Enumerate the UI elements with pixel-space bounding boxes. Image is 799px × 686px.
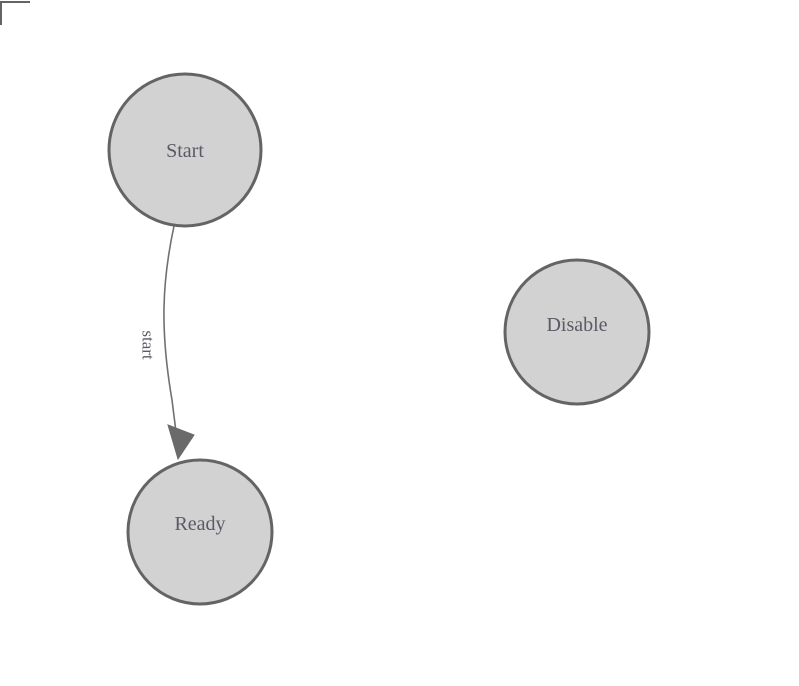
- node-disable-circle[interactable]: [503, 258, 651, 406]
- edge-path: [163, 225, 178, 441]
- crop-corner-bracket: [0, 1, 30, 25]
- node-ready-label: Ready: [174, 513, 225, 535]
- node-start[interactable]: Start: [107, 72, 263, 228]
- node-ready[interactable]: Ready: [126, 458, 274, 606]
- node-disable-label: Disable: [546, 314, 607, 336]
- arrowhead-icon: [167, 424, 195, 461]
- edge-label-start: start: [139, 330, 158, 360]
- node-start-circle[interactable]: [107, 72, 263, 228]
- node-ready-circle[interactable]: [126, 458, 274, 606]
- corner-bracket-path: [0, 1, 30, 25]
- node-start-label: Start: [166, 140, 204, 162]
- edge-start-to-ready[interactable]: start: [139, 225, 195, 461]
- node-disable[interactable]: Disable: [503, 258, 651, 406]
